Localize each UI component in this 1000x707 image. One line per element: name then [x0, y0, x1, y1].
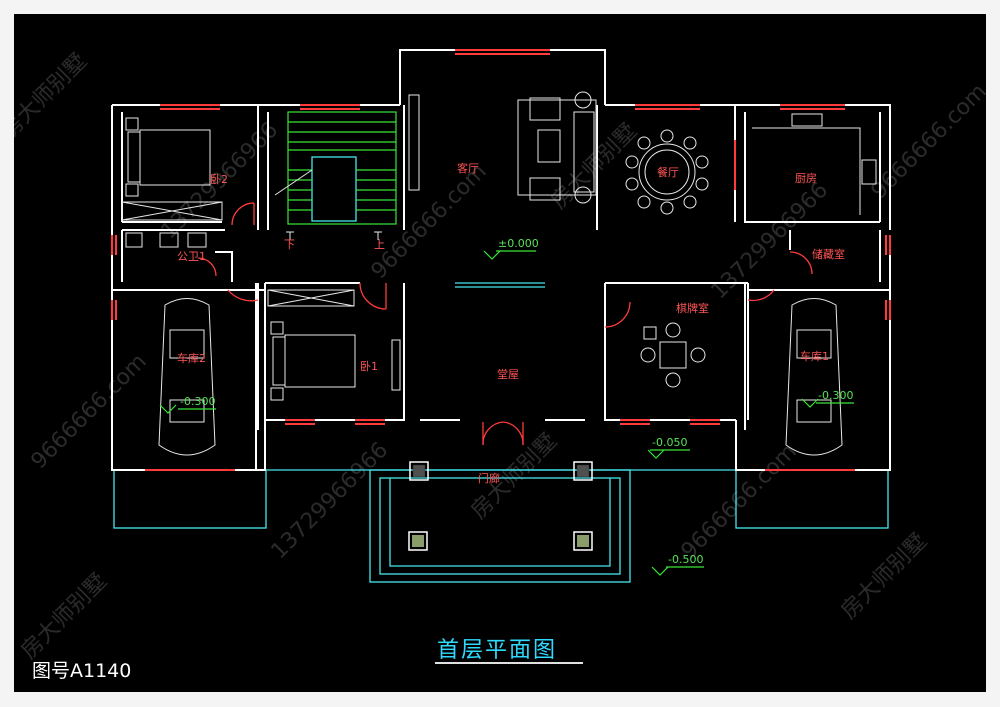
- label-dining-room: 餐厅: [657, 165, 679, 179]
- drawing-frame: [14, 14, 986, 692]
- floor-plan: 房大师别墅 13729966966 9666666.com 房大师别墅 1372…: [14, 49, 986, 664]
- level-main: ±0.000: [498, 237, 539, 250]
- porch-steps: [113, 282, 889, 583]
- level-marks: ±0.000 -0.300 -0.300 -0.050 -0.500: [159, 237, 854, 576]
- label-storage: 储藏室: [812, 247, 845, 261]
- watermark-7: 13729966966: [267, 438, 394, 565]
- label-chess-room: 棋牌室: [676, 301, 709, 315]
- watermark-9: 9666666.com: [677, 439, 802, 564]
- label-hall: 堂屋: [497, 368, 519, 381]
- label-garage-1: 车库1: [800, 349, 829, 363]
- label-living-room: 客厅: [457, 161, 479, 175]
- room-labels: 客厅 餐厅 厨房 卧2 卧1 公卫1 储藏室 车库2 车库1 堂屋 棋牌室 门廊: [177, 161, 845, 485]
- watermark-1: 房大师别墅: [14, 49, 92, 144]
- level-garage-1: -0.300: [818, 389, 853, 402]
- furniture: [121, 91, 877, 456]
- label-kitchen: 厨房: [795, 172, 817, 185]
- label-public-wc: 公卫1: [177, 250, 206, 263]
- columns: [408, 461, 593, 551]
- watermark-12: 9666666.com: [867, 79, 986, 204]
- watermark-6: 9666666.com: [27, 349, 152, 474]
- drawing-title: 首层平面图: [437, 638, 558, 663]
- staircase: 下 上: [274, 111, 397, 251]
- title-underline: [435, 662, 583, 664]
- label-porch: 门廊: [478, 471, 500, 485]
- stair-up-mark: 上: [374, 238, 385, 251]
- level-porch: -0.050: [652, 436, 687, 449]
- drawing-number: 图号A1140: [32, 660, 132, 682]
- level-outdoor: -0.500: [668, 553, 703, 566]
- windows: [111, 49, 891, 471]
- walls: [111, 49, 891, 471]
- label-bedroom-1: 卧1: [360, 360, 378, 373]
- watermark-10: 房大师别墅: [837, 529, 932, 624]
- label-garage-2: 车库2: [177, 351, 206, 365]
- label-bedroom-2: 卧2: [210, 173, 228, 186]
- watermark-3: 9666666.com: [367, 159, 492, 284]
- watermark-layer: 房大师别墅 13729966966 9666666.com 房大师别墅 1372…: [14, 49, 986, 664]
- watermark-5: 13729966966: [707, 178, 834, 305]
- stair-down-mark: 下: [284, 238, 295, 251]
- level-garage-2: -0.300: [180, 395, 215, 408]
- doors: [197, 202, 813, 446]
- watermark-11: 房大师别墅: [17, 569, 112, 664]
